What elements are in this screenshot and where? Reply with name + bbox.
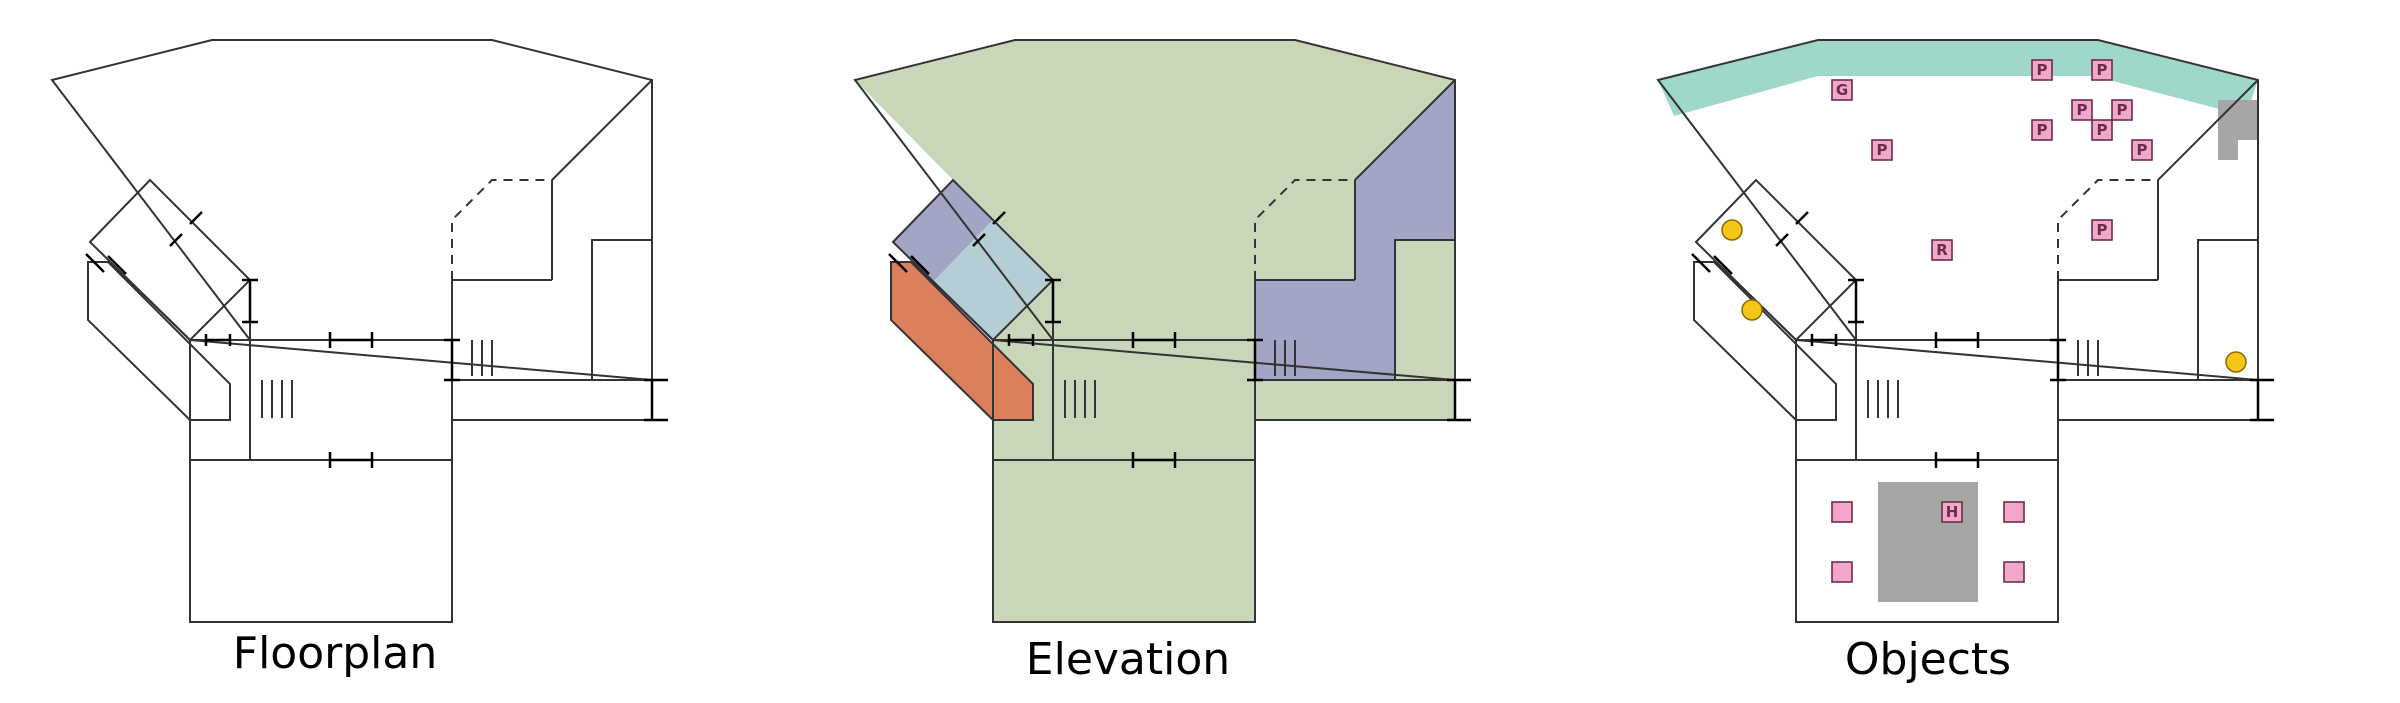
player-marker: P [2091,59,2113,81]
objects-gray-block-corner-2 [2238,100,2258,120]
objects-teal-band [1658,40,2258,116]
objects-gray-block-corner-5 [2218,140,2238,160]
elevation-purple-upper [893,180,993,282]
floorplan-panel: Floorplan [50,38,670,679]
elevation-orange-ramp [891,262,1033,420]
svg-text:H: H [1946,503,1959,521]
player-marker: P [1871,139,1893,161]
floorplan-outline [50,38,670,624]
player-marker: P [2031,59,2053,81]
pink-block [1831,561,1853,583]
player-marker: P [2091,219,2113,241]
pink-block [1831,501,1853,523]
objects-gray-block-center [1878,482,1978,602]
coin-marker [1721,219,1743,241]
elevation-green-lower [993,340,1255,622]
svg-text:P: P [2037,121,2048,139]
svg-text:P: P [2097,61,2108,79]
elevation-panel: Elevation [853,38,1473,685]
player-marker: P [2071,99,2093,121]
reward-marker: R [1931,239,1953,261]
objects-gray-block-corner-3 [2218,120,2238,140]
objects-panel: G P P P P P P P [1656,38,2276,685]
svg-text:P: P [2077,101,2088,119]
player-marker: P [2131,139,2153,161]
player-marker: P [2031,119,2053,141]
goal-marker: G [1831,79,1853,101]
coin-marker [1741,299,1763,321]
objects-gray-block-corner-4 [2238,120,2258,140]
hazard-marker: H [1941,501,1963,523]
svg-text:P: P [2117,101,2128,119]
player-marker: P [2091,119,2113,141]
coin-marker [2225,351,2247,373]
pink-block [2003,561,2025,583]
svg-text:P: P [2097,221,2108,239]
svg-text:G: G [1836,81,1848,99]
pink-block [2003,501,2025,523]
floorplan-caption: Floorplan [233,628,437,679]
svg-text:R: R [1936,241,1948,259]
svg-text:P: P [1877,141,1888,159]
svg-text:P: P [2137,141,2148,159]
objects-caption: Objects [1845,634,2011,685]
svg-text:P: P [2097,121,2108,139]
svg-text:P: P [2037,61,2048,79]
elevation-caption: Elevation [1026,634,1230,685]
player-marker: P [2111,99,2133,121]
